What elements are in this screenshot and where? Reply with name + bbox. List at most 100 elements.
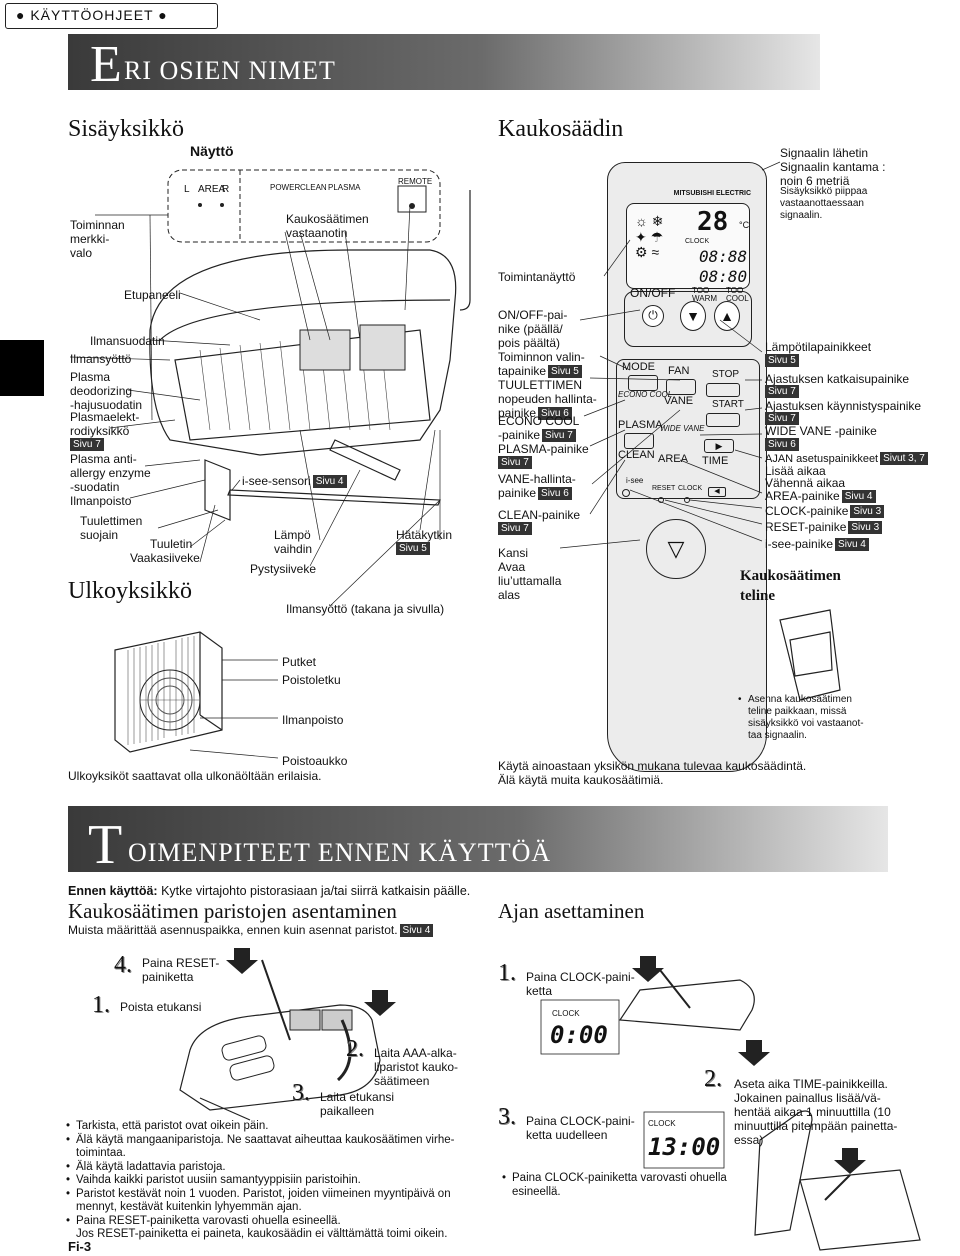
start-text: START [712, 399, 744, 410]
fan-label: Tuuletin [150, 537, 193, 551]
temperature-buttons-label: Lämpötilapainikkeet [765, 340, 872, 354]
stop-button[interactable] [706, 383, 740, 397]
page-badge: Sivu 6 [765, 438, 799, 451]
pipe-label: Putket [282, 655, 317, 669]
vane-text: VANE [664, 395, 694, 407]
battery-bullets: Tarkista, että paristot ovat oikein päin… [64, 1120, 484, 1242]
clock-label-text: CLOCK-painike [765, 504, 849, 518]
page-badge: Sivu 5 [765, 354, 799, 367]
cover-label: Kansi Avaa liu’uttamalla alas [498, 546, 562, 602]
isee-button[interactable] [622, 489, 630, 497]
vane-label-text: VANE-hallinta- painike [498, 472, 576, 500]
clock-step-1-number: 1. [498, 960, 516, 986]
wide-vane-page-badge: Sivu 6 [765, 437, 799, 451]
display-item-power: POWER [270, 183, 301, 192]
plasma-page-badge: Sivu 7 [498, 455, 532, 469]
outdoor-unit-title: Ulkoyksikkö [68, 578, 193, 604]
page-badge: Sivu 3 [850, 505, 885, 518]
timer-start-label: Ajastuksen käynnistyspainike [765, 399, 922, 413]
battery-step-2-text: Laita AAA-alka- liparistot kauko- säätim… [374, 1046, 459, 1088]
too-cool-text: TOO COOL [726, 286, 749, 303]
mode-button[interactable] [628, 375, 658, 391]
onoff-button-label: ON/OFF-pai- nike (päällä/ pois päältä) [498, 308, 568, 350]
display-item-clean: CLEAN [300, 183, 327, 192]
isee-text: i-see [626, 476, 644, 485]
lead-bold: Ennen käyttöä: [68, 884, 158, 898]
display-label: Näyttö [190, 143, 234, 159]
remote-title: Kaukosäädin [498, 116, 624, 142]
clock-step-2-text: Aseta aika TIME-painikkeilla. Jokainen p… [734, 1077, 898, 1147]
temp-down-button[interactable]: ▼ [680, 301, 706, 331]
lcd2-clock-label: CLOCK [648, 1119, 676, 1128]
banner-title: OIMENPITEET ENNEN KÄYTTÖÄ [128, 838, 552, 867]
horizontal-vane-label: Vaakasiiveke [130, 551, 200, 565]
section-banner-part-names: E RI OSIEN NIMET [68, 34, 820, 93]
time-up-button[interactable]: ▶ [704, 439, 734, 453]
page-badge: Sivu 7 [765, 412, 799, 425]
clean-text: CLEAN [618, 449, 655, 461]
page-badge: Sivu 4 [312, 475, 347, 488]
page-badge: Sivu 7 [498, 456, 532, 469]
display-item-l: L [184, 184, 190, 195]
clock-step-2-number: 2. [704, 1066, 722, 1092]
stop-text: STOP [712, 369, 740, 380]
fan-button[interactable] [666, 379, 696, 395]
cover-slide-icon[interactable]: ▽ [646, 519, 706, 579]
battery-step-1-text: Poista etukansi [120, 1000, 202, 1014]
reset-label-text: RESET-painike [765, 520, 847, 534]
header-text: ● KÄYTTÖOHJEET ● [16, 7, 168, 23]
lead-text: Kytke virtajohto pistorasiaan ja/tai sii… [157, 884, 471, 898]
page-badge: Sivut 3, 7 [880, 452, 928, 465]
lcd-time-1: 08:88 [699, 247, 748, 266]
clock-bullets: Paina CLOCK-painiketta varovasti ohuella… [500, 1172, 760, 1199]
fan-text: FAN [668, 365, 690, 377]
area-label-text: AREA-painike [765, 489, 840, 503]
top-button-group [624, 291, 752, 347]
clock-step-3-text: Paina CLOCK-paini- ketta uudelleen [526, 1114, 635, 1142]
battery-step-3-number: 3. [292, 1080, 310, 1106]
plasma-text: PLASMA [618, 419, 663, 431]
battery-subtitle: Muista määrittää asennuspaikka, ennen ku… [68, 923, 434, 937]
mode-text: MODE [622, 361, 655, 373]
time-label-text: AJAN asetuspainikkeet [765, 453, 879, 465]
time-less-label: Vähennä aikaa [765, 476, 846, 490]
reset-button[interactable] [658, 497, 664, 503]
clock-button[interactable] [684, 497, 690, 503]
display-item-remote: REMOTE [398, 177, 433, 186]
onoff-button[interactable]: ⏻ [642, 305, 664, 327]
battery-bullet: Tarkista, että paristot ovat oikein päin… [64, 1120, 484, 1134]
enzyme-filter-label: Plasma anti- allergy enzyme -suodatin [70, 452, 151, 494]
lcd1-time: 0:00 [550, 1021, 608, 1049]
page-badge: Sivu 6 [538, 487, 572, 500]
plasma-unit-page-badge: Sivu 7 [70, 437, 104, 451]
brand-logo: MITSUBISHI ELECTRIC [673, 190, 751, 197]
start-button[interactable] [706, 413, 740, 427]
page-badge: Sivu 7 [765, 385, 799, 398]
air-outlet-label: Ilmanpoisto [70, 494, 132, 508]
battery-step-1-number: 1. [92, 992, 110, 1018]
plasma-button[interactable] [624, 433, 654, 449]
signal-note: Sisäyksikkö piippaa vastaanottaessaan si… [780, 186, 868, 221]
econo-label-text: ECONO COOL -painike [498, 414, 580, 442]
time-more-label: Lisää aikaa [765, 464, 826, 478]
vertical-vane-label: Pystysiiveke [250, 562, 317, 576]
page-badge: Sivu 7 [542, 429, 576, 442]
temp-up-button[interactable]: ▲ [714, 301, 740, 331]
outdoor-outlet-label: Ilmanpoisto [282, 713, 344, 727]
remote-usage-note: Käytä ainoastaan yksikön mukana tulevaa … [498, 759, 807, 787]
temperature-page-badge: Sivu 5 [765, 353, 799, 367]
time-down-button[interactable]: ◀ [708, 487, 726, 497]
signal-transmitter-label: Signaalin lähetin Signaalin kantama : no… [780, 146, 886, 188]
reset-text: RESET [652, 485, 676, 492]
clock-step-3-number: 3. [498, 1104, 516, 1130]
onoff-text: ON/OFF [630, 286, 676, 300]
